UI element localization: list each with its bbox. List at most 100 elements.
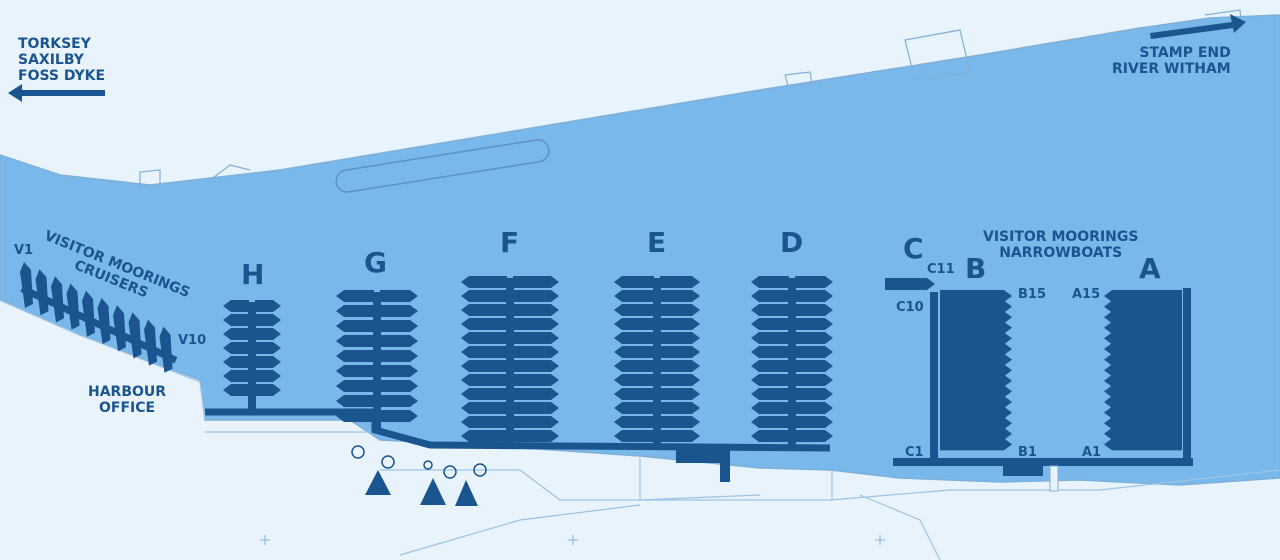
berth-b-10 [940, 343, 1012, 355]
berth-b-4 [940, 406, 1012, 419]
berth-e-east-5 [660, 346, 700, 358]
berth-g-east-1 [380, 305, 418, 317]
berth-b-6 [940, 385, 1012, 398]
east-direction-label: STAMP END RIVER WITHAM [1112, 45, 1231, 77]
berth-f-west-11 [461, 430, 507, 442]
berth-h-east-6 [255, 384, 281, 396]
berth-d-west-5 [751, 346, 789, 358]
berth-d-east-7 [795, 374, 833, 386]
berth-f-west-5 [461, 346, 507, 358]
pier-label-b: B [965, 252, 987, 285]
pier-label-e: E [647, 226, 667, 259]
cruiser-berth-1 [20, 262, 33, 308]
west-dest-1: TORKSEY [18, 36, 91, 52]
berth-g-east-6 [380, 380, 418, 392]
berth-g-west-1 [336, 305, 374, 317]
narrowboat-label-line-1: VISITOR MOORINGS [983, 229, 1139, 245]
berth-a-14 [1104, 300, 1182, 313]
berth-e-west-3 [614, 318, 654, 330]
cruiser-berth-6 [97, 298, 111, 344]
berth-d-west-8 [751, 388, 789, 400]
east-dest-1: STAMP END [1139, 45, 1231, 61]
berth-e-east-10 [660, 416, 700, 428]
cruiser-berth-5 [82, 290, 95, 337]
berth-g-east-0 [380, 290, 418, 302]
north-quay-detail [139, 9, 1243, 188]
berth-g-east-2 [380, 320, 418, 332]
berth-a-11 [1104, 332, 1182, 345]
pier-label-c: C [903, 232, 924, 265]
berth-f-east-1 [513, 290, 559, 302]
south-quay-lines [205, 431, 1280, 560]
berth-g-east-7 [380, 395, 418, 407]
berth-d-west-6 [751, 360, 789, 372]
berth-e-east-4 [660, 332, 700, 344]
berth-d-east-3 [795, 318, 833, 330]
berth-b-12 [940, 321, 1012, 334]
berth-b-11 [940, 332, 1012, 345]
pier-label-d: D [780, 226, 804, 259]
berth-d-west-9 [751, 402, 789, 414]
berth-f-west-1 [461, 290, 507, 302]
berth-b-13 [940, 311, 1012, 324]
berth-v10: V10 [178, 333, 207, 348]
berth-e-east-1 [660, 290, 700, 302]
berth-e-east-7 [660, 374, 700, 386]
west-arrow-shaft [20, 90, 105, 96]
berth-d-west-1 [751, 290, 789, 302]
harbour-label-line-2: OFFICE [98, 400, 156, 416]
berth-a-13 [1104, 311, 1182, 324]
berth-g-west-5 [336, 365, 374, 377]
berth-d-east-0 [795, 276, 833, 288]
berth-f-east-5 [513, 346, 559, 358]
pier-spine-c [930, 292, 938, 462]
east-arrow-shaft [1150, 22, 1233, 39]
berth-e-west-9 [614, 402, 654, 414]
berth-f-east-11 [513, 430, 559, 442]
berth-v1: V1 [14, 243, 34, 258]
berth-b-15 [940, 290, 1012, 302]
berth-d-east-10 [795, 416, 833, 428]
berth-g-east-8 [380, 410, 418, 422]
berth-g-west-2 [336, 320, 374, 332]
berth-f-west-3 [461, 318, 507, 330]
berth-g-east-4 [380, 350, 418, 362]
berth-f-west-10 [461, 416, 507, 428]
pier-spine-h [248, 302, 256, 410]
berth-a1: A1 [1082, 445, 1102, 460]
berth-a-4 [1104, 406, 1182, 419]
berth-a-2 [1104, 427, 1182, 440]
tree-3 [455, 480, 478, 506]
berth-h-west-6 [223, 384, 249, 396]
berth-f-west-0 [461, 276, 507, 288]
berth-d-west-10 [751, 416, 789, 428]
berth-a-5 [1104, 396, 1182, 408]
berth-e-east-3 [660, 318, 700, 330]
harbour-label-line-1: HARBOUR [88, 384, 167, 400]
berth-e-west-1 [614, 290, 654, 302]
east-dest-2: RIVER WITHAM [1112, 61, 1231, 77]
berth-h-east-0 [255, 300, 281, 312]
berth-f-east-4 [513, 332, 559, 344]
berth-h-west-5 [223, 370, 249, 382]
berth-f-east-6 [513, 360, 559, 372]
berth-g-east-5 [380, 365, 418, 377]
berth-e-east-11 [660, 430, 700, 442]
berth-c11: C11 [927, 262, 955, 277]
walkway-block-2 [720, 450, 730, 482]
pier-label-h: H [241, 258, 265, 291]
cruiser-berth-3 [51, 276, 64, 323]
harbour-office-label: HARBOUR OFFICE [88, 384, 166, 416]
berth-d-west-3 [751, 318, 789, 330]
berth-e-west-8 [614, 388, 654, 400]
berth-c10: C10 [896, 300, 924, 315]
berth-e-west-6 [614, 360, 654, 372]
walkway-block-1 [676, 450, 720, 463]
berth-f-east-2 [513, 304, 559, 316]
berth-f-west-9 [461, 402, 507, 414]
ring-symbol-2 [381, 455, 395, 469]
berth-b15: B15 [1018, 287, 1046, 302]
berth-e-west-5 [614, 346, 654, 358]
berth-b-7 [940, 374, 1012, 387]
